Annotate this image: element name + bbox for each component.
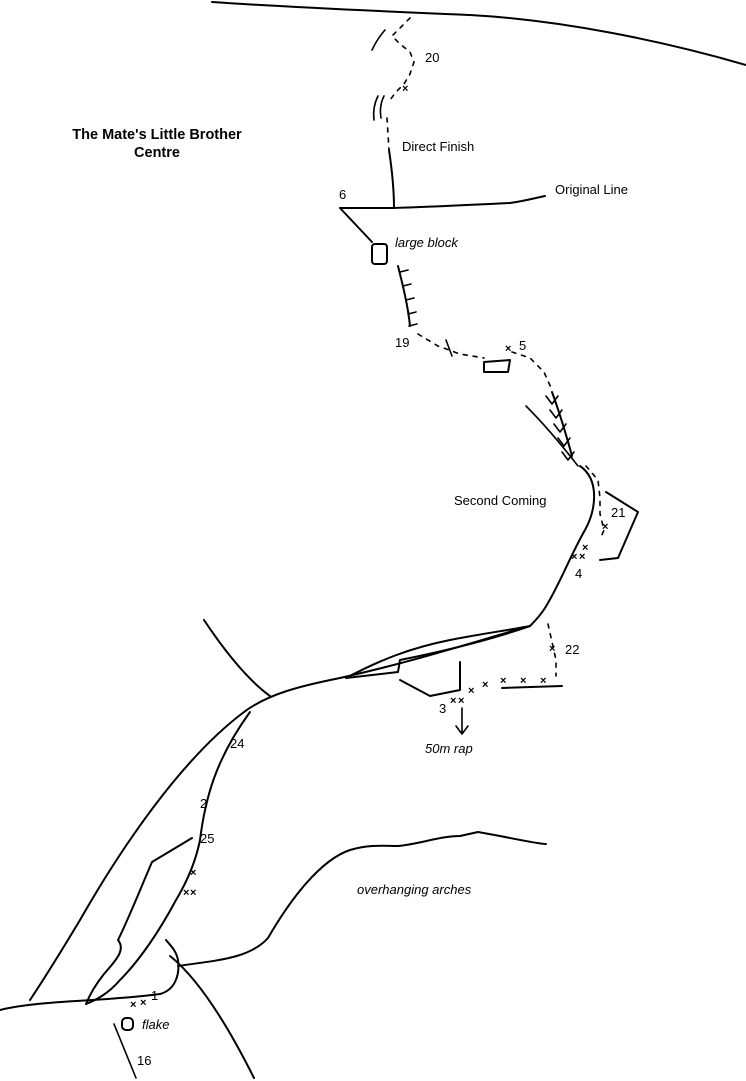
groove-line <box>551 391 573 457</box>
base-right-line <box>169 955 255 1079</box>
title-line-1: The Mate's Little Brother <box>72 127 242 143</box>
bolt-x-t2: × <box>520 675 526 687</box>
inner-pillar <box>85 837 193 1005</box>
label-50m-rap: 50m rap <box>425 741 473 756</box>
corner-ticks <box>399 269 418 327</box>
route-22-dashed <box>547 623 557 677</box>
arch-branch <box>203 619 271 697</box>
left-groove-24 <box>85 711 251 1005</box>
crack-mid-left-a <box>372 95 379 121</box>
belay-25: 25 <box>200 831 215 846</box>
bolt-x-t5: × <box>468 685 474 697</box>
arch-outer <box>29 625 531 1001</box>
label-large-block: large block <box>395 235 458 250</box>
bolt-x-25c: × <box>190 887 196 899</box>
bolt-x-3b: × <box>450 695 456 707</box>
flake-shape <box>121 1017 134 1031</box>
bolt-marks: × × × × × × × × × × × × × × × × × × × <box>130 83 608 1011</box>
traverse-peg <box>445 339 453 357</box>
bolt-x-25b: × <box>183 887 189 899</box>
diagram-title: The Mate's Little Brother Centre <box>47 126 267 162</box>
large-block-shape <box>371 243 388 265</box>
belay-19: 19 <box>395 335 410 350</box>
bolt-x-5: × <box>505 343 511 355</box>
bolt-x-4b: × <box>571 551 577 563</box>
bolt-x-22: × <box>549 643 555 655</box>
flake-near-1 <box>113 1023 137 1079</box>
traverse-19-5 <box>417 333 485 359</box>
label-second-coming: Second Coming <box>454 493 547 508</box>
route-5-down <box>511 351 553 391</box>
corner-line <box>397 265 411 327</box>
title-line-2: Centre <box>134 145 180 162</box>
route-21-dashed <box>585 465 605 541</box>
overhanging-arches <box>177 831 547 967</box>
bolt-x-t4: × <box>482 679 488 691</box>
ledge-block-5 <box>483 359 511 373</box>
label-direct-finish: Direct Finish <box>402 139 475 154</box>
belay-20: 20 <box>425 50 440 65</box>
belay-6: 6 <box>339 187 347 202</box>
bolt-x-t1: × <box>540 675 546 687</box>
crack-mid-left-b <box>379 95 385 119</box>
bolt-x-4a: × <box>582 542 588 554</box>
belay-16: 16 <box>137 1053 152 1068</box>
second-coming-main <box>529 465 596 627</box>
ledge-diagonal <box>339 207 373 243</box>
bolt-x-4c: × <box>579 551 585 563</box>
belay-5: 5 <box>519 338 527 353</box>
ledge-traverse <box>501 685 563 689</box>
direct-finish-line <box>388 149 395 209</box>
bolt-x-20: × <box>402 83 408 95</box>
cliff-top-edge <box>211 1 746 66</box>
belay-24: 24 <box>230 736 245 751</box>
groove-chevrons <box>545 395 575 461</box>
bolt-x-t3: × <box>500 675 506 687</box>
belay-2: 2 <box>200 796 208 811</box>
bolt-x-1b: × <box>140 997 146 1009</box>
second-coming-upper <box>525 405 579 467</box>
belay-21: 21 <box>611 505 626 520</box>
flake-21 <box>599 491 639 561</box>
label-original-line: Original Line <box>555 182 628 197</box>
direct-finish-dashed <box>386 117 390 151</box>
crack-top-left <box>371 29 386 51</box>
belay-3: 3 <box>439 701 447 716</box>
ledge-original-line <box>339 195 546 209</box>
bolt-x-25a: × <box>190 867 196 879</box>
bolt-x-1a: × <box>130 999 136 1011</box>
belay-22: 22 <box>565 642 580 657</box>
belay-4: 4 <box>575 566 583 581</box>
bolt-x-21: × <box>602 521 608 533</box>
belay-1: 1 <box>151 988 159 1003</box>
lower-ledge <box>399 661 461 697</box>
rap-arrow <box>455 707 469 735</box>
bolt-x-3a: × <box>458 695 464 707</box>
label-flake: flake <box>142 1017 170 1032</box>
base-ground <box>0 939 180 1011</box>
label-overhanging-arches: overhanging arches <box>357 882 472 897</box>
route-top-dashed <box>389 17 415 101</box>
